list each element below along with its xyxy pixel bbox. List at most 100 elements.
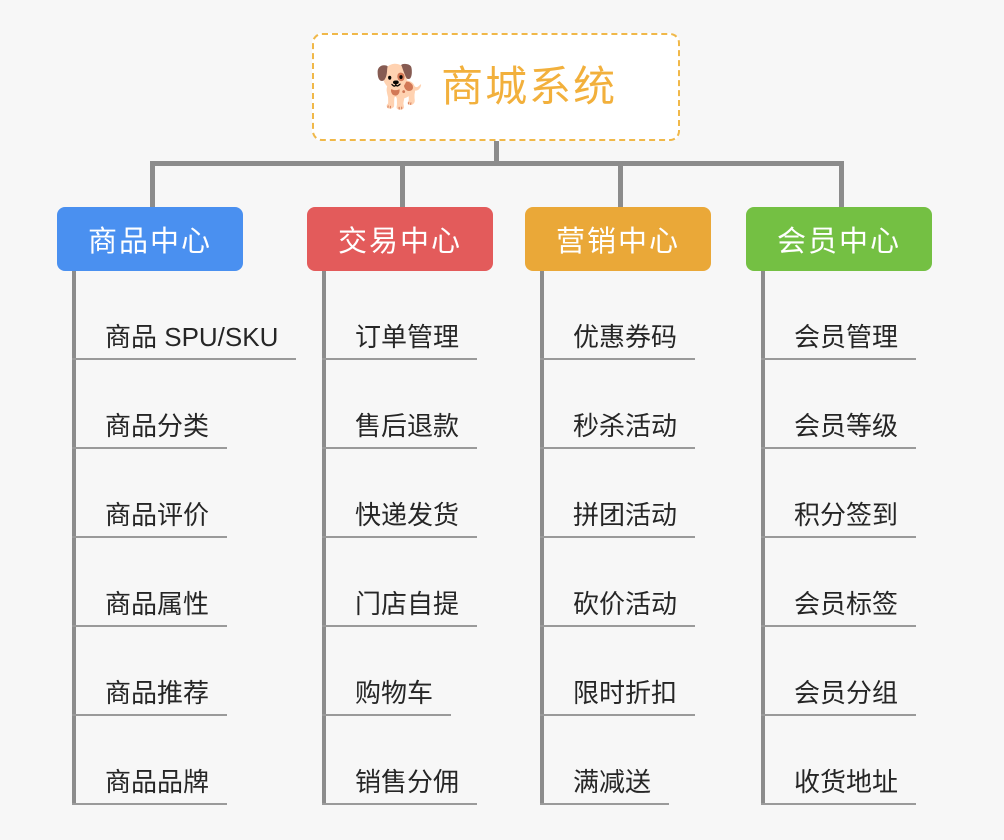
connector-root-stem <box>494 141 499 165</box>
leaf-underline: 积分签到 <box>761 500 917 538</box>
leaf-item[interactable]: 拼团活动 <box>540 449 711 538</box>
branch-spine <box>540 271 544 805</box>
branch-spine <box>761 271 765 805</box>
leaf-label: 优惠券码 <box>573 322 678 353</box>
leaf-item[interactable]: 售后退款 <box>322 360 493 449</box>
leaf-item[interactable]: 收货地址 <box>761 716 932 805</box>
leaf-label: 购物车 <box>355 678 434 709</box>
connector-drop-2 <box>400 161 405 209</box>
category-box-product-center[interactable]: 商品中心 <box>57 207 243 271</box>
category-label: 商品中心 <box>87 226 212 258</box>
leaf-label: 商品 SPU/SKU <box>105 322 279 353</box>
leaf-label: 秒杀活动 <box>573 411 678 442</box>
leaf-label: 售后退款 <box>355 411 460 442</box>
leaf-label: 会员等级 <box>794 411 899 442</box>
leaf-item[interactable]: 满减送 <box>540 716 711 805</box>
leaf-item[interactable]: 积分签到 <box>761 449 932 538</box>
category-box-marketing-center[interactable]: 营销中心 <box>525 207 711 271</box>
leaf-label: 满减送 <box>573 767 652 798</box>
leaf-item[interactable]: 秒杀活动 <box>540 360 711 449</box>
leaf-underline: 会员分组 <box>761 678 917 716</box>
leaf-label: 会员分组 <box>794 678 899 709</box>
leaf-underline: 销售分佣 <box>322 767 478 805</box>
leaf-underline: 商品品牌 <box>72 767 228 805</box>
connector-drop-4 <box>839 161 844 209</box>
leaf-label: 门店自提 <box>355 589 460 620</box>
connector-drop-1 <box>150 161 155 209</box>
leaf-underline: 优惠券码 <box>540 322 696 360</box>
leaf-label: 收货地址 <box>794 767 899 798</box>
leaf-item[interactable]: 商品评价 <box>72 449 243 538</box>
connector-horizontal-bus <box>150 161 844 166</box>
shiba-dog-face-icon: 🐕 <box>374 63 428 110</box>
leaf-label: 商品属性 <box>105 589 210 620</box>
category-box-member-center[interactable]: 会员中心 <box>746 207 932 271</box>
leaf-label: 商品品牌 <box>105 767 210 798</box>
branch-column-marketing-center: 营销中心优惠券码秒杀活动拼团活动砍价活动限时折扣满减送 <box>525 207 711 805</box>
leaf-label: 积分签到 <box>794 500 899 531</box>
leaf-item[interactable]: 会员管理 <box>761 271 932 360</box>
branch-spine <box>322 271 326 805</box>
leaf-item[interactable]: 限时折扣 <box>540 627 711 716</box>
leaf-item[interactable]: 销售分佣 <box>322 716 493 805</box>
leaf-underline: 门店自提 <box>322 589 478 627</box>
branch-column-product-center: 商品中心商品 SPU/SKU 商品分类商品评价商品属性商品推荐商品品牌 <box>57 207 297 805</box>
leaf-label: 商品分类 <box>105 411 210 442</box>
leaf-underline: 会员等级 <box>761 411 917 449</box>
leaf-item[interactable]: 会员分组 <box>761 627 932 716</box>
leaf-label: 订单管理 <box>355 322 460 353</box>
branch-spine <box>72 271 76 805</box>
leaf-label: 快递发货 <box>355 500 460 531</box>
leaf-item[interactable]: 快递发货 <box>322 449 493 538</box>
leaf-item[interactable]: 商品分类 <box>72 360 243 449</box>
leaf-item[interactable]: 商品属性 <box>72 538 243 627</box>
leaf-item[interactable]: 会员标签 <box>761 538 932 627</box>
branch-items-product-center: 商品 SPU/SKU 商品分类商品评价商品属性商品推荐商品品牌 <box>57 271 297 805</box>
leaf-underline: 秒杀活动 <box>540 411 696 449</box>
leaf-label: 商品评价 <box>105 500 210 531</box>
leaf-item[interactable]: 门店自提 <box>322 538 493 627</box>
leaf-underline: 商品 SPU/SKU <box>72 322 297 360</box>
leaf-item[interactable]: 商品 SPU/SKU <box>72 271 297 360</box>
leaf-item[interactable]: 商品品牌 <box>72 716 243 805</box>
leaf-underline: 砍价活动 <box>540 589 696 627</box>
leaf-label: 商品推荐 <box>105 678 210 709</box>
leaf-underline: 商品属性 <box>72 589 228 627</box>
category-label: 营销中心 <box>555 226 680 258</box>
branch-items-trade-center: 订单管理售后退款快递发货门店自提购物车销售分佣 <box>307 271 493 805</box>
leaf-label: 砍价活动 <box>573 589 678 620</box>
leaf-item[interactable]: 会员等级 <box>761 360 932 449</box>
leaf-item[interactable]: 订单管理 <box>322 271 493 360</box>
leaf-label: 拼团活动 <box>573 500 678 531</box>
leaf-label: 会员管理 <box>794 322 899 353</box>
branch-column-member-center: 会员中心会员管理会员等级积分签到会员标签会员分组收货地址 <box>746 207 932 805</box>
category-label: 交易中心 <box>337 226 462 258</box>
branch-items-marketing-center: 优惠券码秒杀活动拼团活动砍价活动限时折扣满减送 <box>525 271 711 805</box>
leaf-item[interactable]: 优惠券码 <box>540 271 711 360</box>
leaf-underline: 商品评价 <box>72 500 228 538</box>
category-label: 会员中心 <box>776 226 901 258</box>
leaf-item[interactable]: 商品推荐 <box>72 627 243 716</box>
leaf-underline: 满减送 <box>540 767 670 805</box>
connector-drop-3 <box>618 161 623 209</box>
root-title: 商城系统 <box>441 63 618 110</box>
leaf-underline: 商品分类 <box>72 411 228 449</box>
leaf-underline: 订单管理 <box>322 322 478 360</box>
leaf-underline: 快递发货 <box>322 500 478 538</box>
leaf-label: 限时折扣 <box>573 678 678 709</box>
branch-column-trade-center: 交易中心订单管理售后退款快递发货门店自提购物车销售分佣 <box>307 207 493 805</box>
leaf-item[interactable]: 购物车 <box>322 627 493 716</box>
leaf-label: 会员标签 <box>794 589 899 620</box>
leaf-underline: 会员管理 <box>761 322 917 360</box>
leaf-underline: 限时折扣 <box>540 678 696 716</box>
leaf-label: 销售分佣 <box>355 767 460 798</box>
branch-items-member-center: 会员管理会员等级积分签到会员标签会员分组收货地址 <box>746 271 932 805</box>
leaf-underline: 拼团活动 <box>540 500 696 538</box>
leaf-underline: 购物车 <box>322 678 452 716</box>
leaf-item[interactable]: 砍价活动 <box>540 538 711 627</box>
leaf-underline: 售后退款 <box>322 411 478 449</box>
leaf-underline: 收货地址 <box>761 767 917 805</box>
root-node[interactable]: 🐕 商城系统 <box>312 33 680 141</box>
category-box-trade-center[interactable]: 交易中心 <box>307 207 493 271</box>
